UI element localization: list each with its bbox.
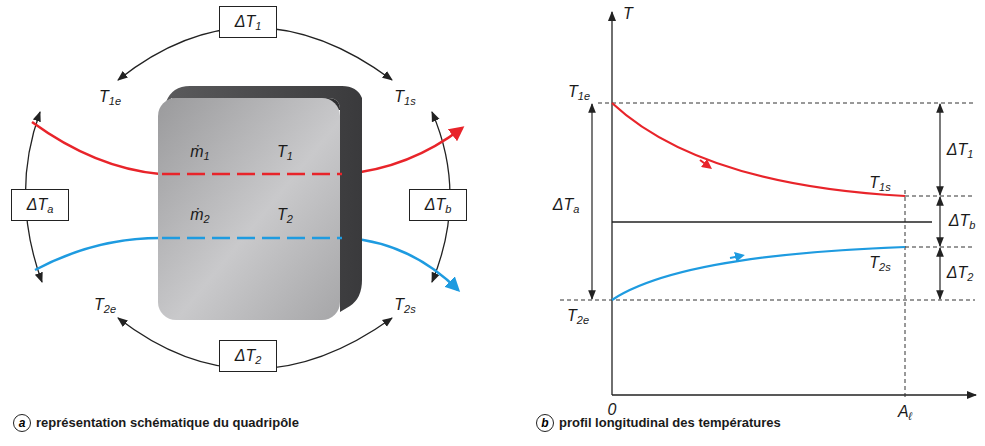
block-shape xyxy=(152,80,367,322)
block-variable: ṁ2 xyxy=(190,206,209,224)
panel-letter-text: a xyxy=(19,416,26,430)
inlet-temperature: T1e xyxy=(568,83,590,101)
difference-symbol: ΔTb xyxy=(425,196,452,214)
outlet-temperature: T1s xyxy=(394,88,415,106)
cold-profile-arrow xyxy=(730,256,740,258)
axis-label: T xyxy=(623,5,633,23)
difference-symbol: ΔT2 xyxy=(235,347,262,365)
difference-box: ΔTb xyxy=(409,189,467,221)
double-arrows xyxy=(25,28,450,370)
hot-profile-arrow xyxy=(700,160,708,166)
cold-profile xyxy=(612,247,905,300)
panel-letter-text: b xyxy=(541,416,548,430)
caption: représentation schématique du quadripôle xyxy=(36,415,299,430)
hot-stream-out xyxy=(345,128,462,174)
panel-letter: a xyxy=(13,414,31,432)
outlet-temperature: T1s xyxy=(869,174,890,192)
wall-line xyxy=(612,221,932,222)
block-variable: T2 xyxy=(277,206,293,224)
outlet-temperature: T2s xyxy=(394,296,415,314)
difference-label: ΔT2 xyxy=(947,264,974,282)
block-variable: ṁ1 xyxy=(190,143,209,161)
dashed-guides xyxy=(560,103,975,398)
exchanger-block: ṁ1 T1 ṁ2 T2 xyxy=(152,80,367,322)
difference-box: ΔTa xyxy=(11,189,69,221)
difference-label: ΔTa xyxy=(553,196,580,214)
difference-symbol: ΔTa xyxy=(27,196,54,214)
dimension-arrows xyxy=(592,104,940,299)
difference-label: ΔTb xyxy=(949,212,976,230)
hot-profile xyxy=(612,103,905,196)
hot-stream-in xyxy=(32,122,160,174)
difference-box: ΔT1 xyxy=(219,6,277,38)
axes xyxy=(612,12,976,395)
inlet-temperature: T2e xyxy=(567,307,589,325)
inlet-temperature: T1e xyxy=(99,88,121,106)
caption: profil longitudinal des températures xyxy=(559,415,781,430)
outlet-temperature: T2s xyxy=(869,254,890,272)
difference-label: ΔT1 xyxy=(947,141,974,159)
difference-box: ΔT2 xyxy=(219,340,277,372)
inlet-temperature: T2e xyxy=(94,296,116,314)
cold-stream-in xyxy=(35,238,160,270)
block-variable: T1 xyxy=(277,143,293,161)
axis-label: Aℓ xyxy=(898,403,912,421)
panel-letter: b xyxy=(536,414,554,432)
difference-symbol: ΔT1 xyxy=(235,13,262,31)
